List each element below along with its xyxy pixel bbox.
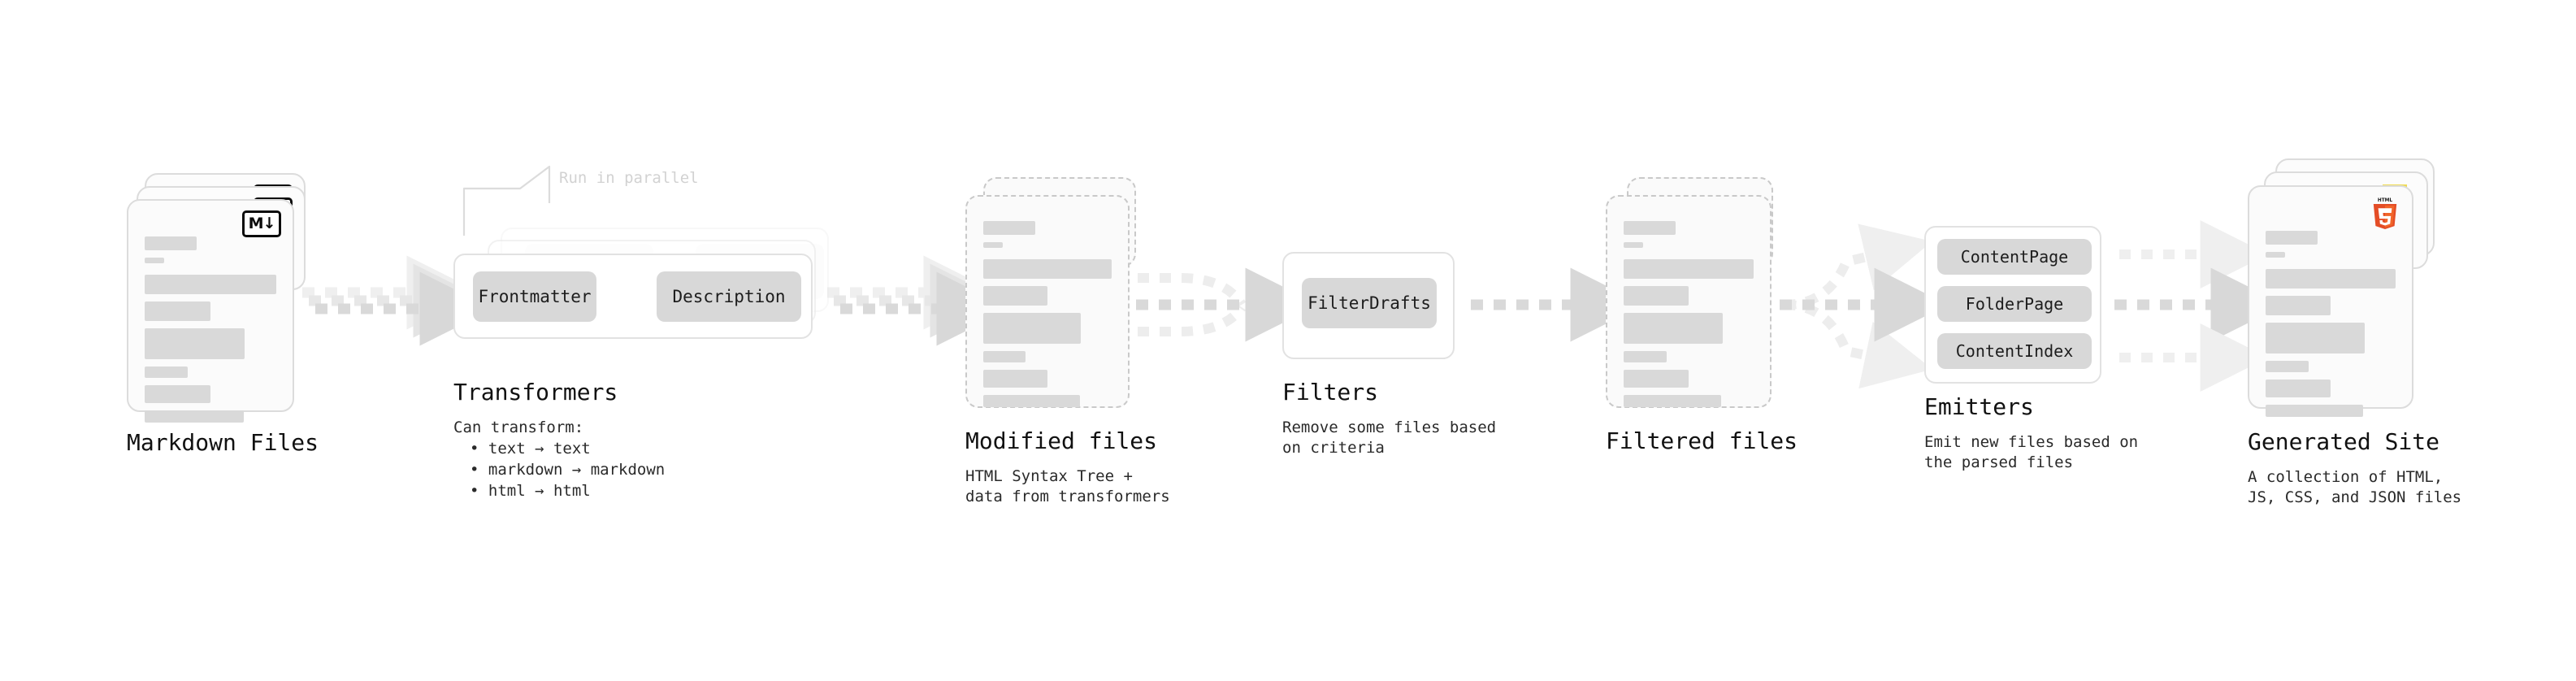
filtered-card-placeholder-lines <box>1624 221 1754 414</box>
modified-files-subtitle-2: data from transformers <box>965 488 1170 505</box>
transformer-chip-frontmatter[interactable]: Frontmatter <box>473 271 596 322</box>
emitters-subtitle-1: Emit new files based on <box>1924 433 2139 451</box>
emitter-chip-folderpage[interactable]: FolderPage <box>1937 286 2092 322</box>
transformers-box: Frontmatter Description <box>453 254 813 339</box>
markdown-files-title: Markdown Files <box>127 429 319 456</box>
transformers-subtitle-head: Can transform: <box>453 419 584 436</box>
generated-site-subtitle-1: A collection of HTML, <box>2248 468 2444 486</box>
run-in-parallel-bracket <box>462 165 551 236</box>
emitters-subtitle-2: the parsed files <box>1924 453 2074 471</box>
transformer-chip-description[interactable]: Description <box>657 271 801 322</box>
arrow-emitters-to-site <box>2114 220 2285 392</box>
transformers-subtitle-item-2: • markdown → markdown <box>470 461 666 479</box>
transformers-title: Transformers <box>453 379 618 406</box>
svg-text:HTML: HTML <box>2378 198 2393 203</box>
filters-subtitle-1: Remove some files based <box>1282 419 1497 436</box>
filters-box: FilterDrafts <box>1282 252 1455 359</box>
filtered-files-title: Filtered files <box>1606 427 1798 454</box>
modified-files-title: Modified files <box>965 427 1158 454</box>
site-card-front: HTML <box>2248 185 2413 417</box>
generated-site-subtitle-2: JS, CSS, and JSON files <box>2248 488 2462 506</box>
markdown-card-front: M↓ <box>127 199 294 423</box>
modified-files-subtitle-1: HTML Syntax Tree + <box>965 467 1133 485</box>
transformers-subtitle-item-1: • text → text <box>470 440 591 458</box>
emitters-title: Emitters <box>1924 393 2034 420</box>
transformers-subtitle-item-3: • html → html <box>470 482 591 500</box>
arrow-modified-to-filters <box>1136 267 1320 342</box>
filtered-card-front <box>1606 195 1772 408</box>
emitter-chip-contentpage[interactable]: ContentPage <box>1937 239 2092 275</box>
modified-card-placeholder-lines <box>983 221 1112 414</box>
markdown-card-placeholder-lines <box>145 236 276 430</box>
arrow-filtered-to-emitters <box>1780 223 1949 389</box>
modified-card-front <box>965 195 1130 408</box>
run-in-parallel-label: Run in parallel <box>559 169 699 187</box>
emitters-box: ContentPage FolderPage ContentIndex <box>1924 226 2101 384</box>
generated-site-title: Generated Site <box>2248 428 2440 455</box>
markdown-icon: M↓ <box>242 210 281 237</box>
filters-subtitle-2: on criteria <box>1282 439 1385 457</box>
emitter-chip-contentindex[interactable]: ContentIndex <box>1937 333 2092 369</box>
site-card-placeholder-lines <box>2266 231 2396 424</box>
filters-title: Filters <box>1282 379 1379 406</box>
arrow-transformers-to-modified <box>827 255 1011 346</box>
filter-chip-filterdrafts[interactable]: FilterDrafts <box>1302 278 1437 328</box>
html5-icon: HTML <box>2371 197 2399 229</box>
arrow-markdown-to-transformers <box>302 255 494 346</box>
